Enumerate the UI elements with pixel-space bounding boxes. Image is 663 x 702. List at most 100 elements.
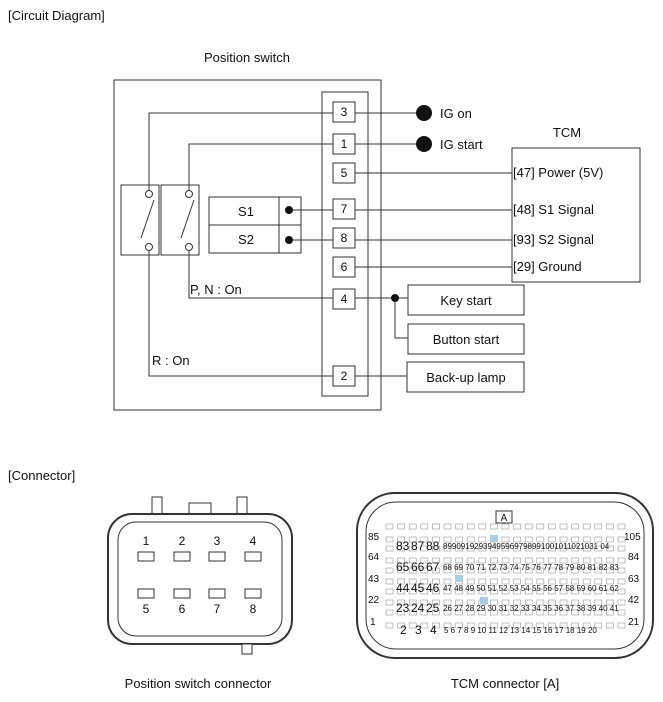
tcm-pin-cavity [420,599,429,606]
tcm-pin-cavity [536,523,545,530]
tcm-row5-small: 5 6 7 8 9 10 11 12 13 14 15 16 17 18 19 … [444,626,597,635]
tcm-pin-cavity [443,578,452,585]
tcm-row1-big-1: 87 [411,539,425,553]
tcm-pin-cavity [606,588,614,595]
tcm-pin-cavity [559,622,568,629]
tcm-pin-cavity [582,557,591,564]
tcm-pin-cavity [594,536,603,543]
tcm-pin-cavity [408,578,417,585]
tcm-pin-cavity [582,588,591,595]
tcm-pin-cavity [432,622,440,629]
tcm-pin-cavity [513,609,521,616]
tcm-row5-big-0: 2 [400,623,407,637]
circuit-diagram-title: [Circuit Diagram] [8,8,105,23]
tcm-pin-cavity [490,599,498,606]
tcm-pin-cavity [501,578,510,585]
tcm-pin-cavity [617,578,626,585]
ps-pin-6: 6 [179,602,186,616]
pin-7: 7 [341,202,348,216]
tcm-s1-signal: [48] S1 Signal [513,202,594,217]
tcm-pin-cavity [524,609,533,616]
tcm-pin-cavity [559,536,568,543]
tcm-pin-cavity [513,545,521,552]
tcm-pin-cavity [478,588,487,595]
tcm-pin-cavity [524,536,533,543]
pin-2: 2 [341,369,348,383]
tcm-pin-cavity [513,557,521,564]
tcm-pin-cavity [501,567,510,574]
tcm-pin-cavity [478,567,487,574]
tcm-pin-cavity [513,567,521,574]
tcm-pin-cavity [432,578,440,585]
tcm-pin-cavity [385,523,394,530]
tcm-pin-cavity [606,536,614,543]
tcm-pin-cavity [536,557,545,564]
tcm-pin-cavity [397,578,405,585]
tcm-pin-cavity [559,609,568,616]
tcm-pin-cavity [385,578,394,585]
tcm-pin-cavity [571,599,579,606]
tcm-pin-cavity [432,557,440,564]
ps-pin-1: 1 [143,534,150,548]
tcm-pin-cavity [617,599,626,606]
tcm-pin-cavity [536,599,545,606]
tcm-pin-cavity [606,523,614,530]
tcm-pin-highlight [490,535,498,542]
tcm-pin-cavity [501,609,510,616]
tcm-pin-cavity [536,578,545,585]
tcm-pin-cavity [408,567,417,574]
tcm-pin-cavity [513,588,521,595]
ps-pin-2: 2 [179,534,186,548]
tcm-side-84: 84 [628,552,640,563]
tcm-pin-cavity [582,609,591,616]
tcm-pin-cavity [478,523,487,530]
tcm-pin-cavity [501,588,510,595]
tcm-pin-grid [385,523,626,629]
tcm-pin-cavity [432,609,440,616]
key-start-label: Key start [440,293,492,308]
tcm-pin-cavity [548,536,556,543]
tcm-pin-cavity [385,599,394,606]
ps-pin-8: 8 [250,602,257,616]
s1-terminal-dot [285,206,293,214]
tcm-connector [356,492,654,659]
tcm-pin-cavity [606,599,614,606]
tcm-row3-small: 47 48 49 50 51 52 53 54 55 56 57 58 59 6… [443,584,619,593]
tcm-pin-cavity [397,599,405,606]
tcm-row1-big-2: 88 [426,539,440,553]
tcm-pin-cavity [408,523,417,530]
tcm-pin-cavity [478,536,487,543]
tcm-row2-big-1: 66 [411,560,425,574]
tcm-pin-cavity [582,622,591,629]
key-start-box [407,284,525,316]
tcm-pin-cavity [513,536,521,543]
tcm-pin-cavity [594,523,603,530]
tcm-side-64: 64 [368,552,380,563]
tcm-pin-cavity [455,545,463,552]
pin-4: 4 [341,292,348,306]
tcm-pin-cavity [617,557,626,564]
s1-label: S1 [238,204,254,219]
backup-lamp-label: Back-up lamp [426,370,505,385]
tcm-s2-signal: [93] S2 Signal [513,232,594,247]
tcm-pin-cavity [408,599,417,606]
tcm-pin-cavity [385,545,394,552]
tcm-pin-cavity [397,557,405,564]
tcm-pin-cavity [536,545,545,552]
tcm-pin-cavity [571,545,579,552]
tcm-pin-cavity [455,567,463,574]
tcm-pin-cavity [420,567,429,574]
tcm-pin-cavity [397,588,405,595]
tcm-pin-cavity [524,545,533,552]
tcm-pin-cavity [490,557,498,564]
tcm-pin-cavity [501,557,510,564]
tcm-pin-cavity [571,523,579,530]
tcm-pin-cavity [513,523,521,530]
tcm-pin-cavity [501,545,510,552]
tcm-pin-cavity [501,536,510,543]
tcm-pin-cavity [466,588,475,595]
tcm-pin-highlight [480,597,488,604]
tcm-pin-cavity [536,536,545,543]
ps-pin-4: 4 [250,534,257,548]
backup-lamp-box [406,361,525,393]
